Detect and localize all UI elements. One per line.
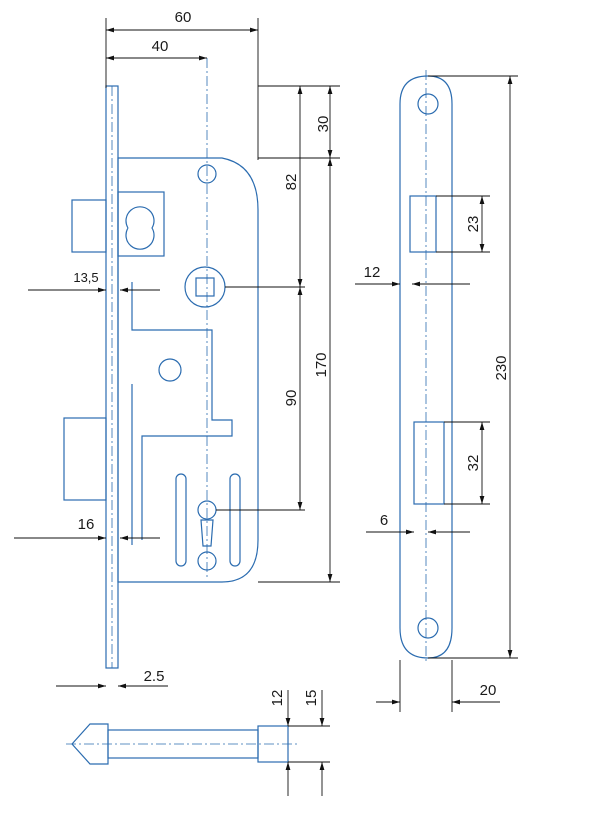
latch-opening [409, 195, 437, 253]
side-view [399, 70, 453, 664]
lever-arm [131, 282, 233, 540]
dim-23: 23 [465, 216, 482, 233]
slot-left [175, 473, 187, 567]
front-dimensions: 60 40 30 82 170 90 13,5 16 2.5 [14, 9, 340, 689]
latch-spring [125, 206, 155, 250]
dim-40: 40 [152, 38, 169, 55]
keyhole-slot [200, 519, 214, 547]
latch-bolt [71, 199, 107, 253]
dim-bottom-12: 12 [269, 690, 286, 707]
screw-top [197, 164, 217, 184]
lock-case [117, 157, 259, 583]
dim-60: 60 [175, 9, 192, 26]
follower-hub [184, 266, 226, 308]
dead-bolt [63, 417, 107, 501]
dim-230: 230 [493, 355, 510, 380]
front-view [63, 58, 259, 669]
dim-32: 32 [465, 455, 482, 472]
plate-screw-bottom [417, 617, 439, 639]
dim-bottom-15: 15 [303, 690, 320, 707]
faceplate-outline [399, 75, 453, 659]
side-dimensions: 12 23 230 32 6 20 [355, 75, 518, 712]
latch-housing [117, 191, 165, 257]
spindle-square [195, 277, 215, 297]
slot-right [229, 473, 241, 567]
dim-side-12: 12 [364, 264, 381, 281]
deadbolt-opening [413, 421, 445, 505]
screw-middle [158, 358, 182, 382]
dim-170: 170 [313, 352, 330, 377]
dim-16: 16 [78, 516, 95, 533]
dim-90: 90 [283, 390, 300, 407]
dim-82: 82 [283, 174, 300, 191]
plate-screw-top [417, 93, 439, 115]
dim-20: 20 [480, 682, 497, 699]
dim-6: 6 [380, 512, 388, 529]
dim-13-5: 13,5 [73, 270, 98, 285]
bottom-view [66, 723, 300, 765]
dim-30: 30 [315, 116, 332, 133]
bottom-dimensions: 12 15 [269, 690, 330, 796]
dim-2-5: 2.5 [144, 668, 165, 685]
